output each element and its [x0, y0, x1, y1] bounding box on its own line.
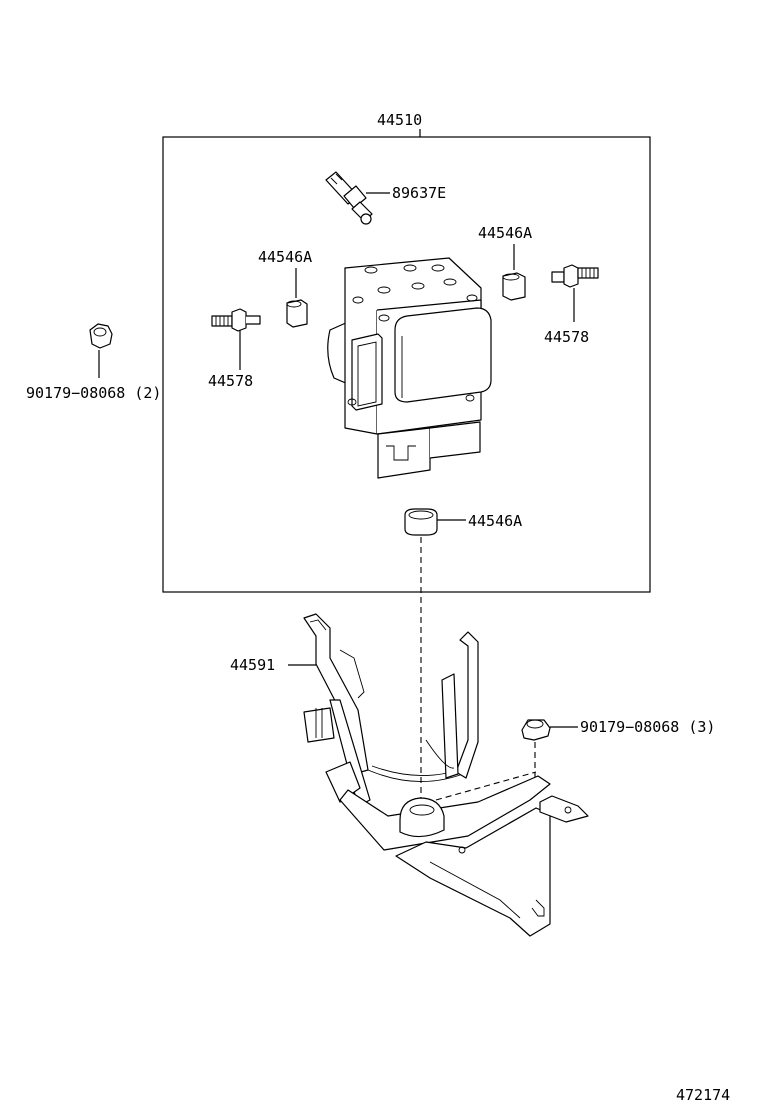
assembly-frame: 44510	[162, 111, 651, 593]
sensor-label: 89637E	[392, 184, 446, 202]
spacer-right-label: 44546A	[478, 224, 532, 242]
pressure-sensor: 89637E	[325, 171, 446, 225]
spacer-left-label: 44546A	[258, 248, 312, 266]
assembly-number-label: 44510	[377, 111, 422, 129]
right-stud: 44578	[544, 264, 599, 346]
abs-actuator	[327, 257, 492, 479]
stud-right-label: 44578	[544, 328, 589, 346]
spacer-bottom-label: 44546A	[468, 512, 522, 530]
illustration-id: 472174	[676, 1086, 730, 1104]
bracket: 44591	[230, 613, 589, 937]
left-stud: 44578	[208, 308, 261, 390]
right-nut: 90179−08068 (3)	[521, 718, 715, 780]
bottom-spacer: 44546A	[404, 508, 522, 800]
nut-left-label: 90179−08068 (2)	[26, 384, 161, 402]
nut-right-label: 90179−08068 (3)	[580, 718, 715, 736]
left-spacer: 44546A	[258, 248, 312, 328]
stud-left-label: 44578	[208, 372, 253, 390]
left-nut: 90179−08068 (2)	[26, 323, 161, 402]
right-spacer: 44546A	[478, 224, 532, 301]
bracket-label: 44591	[230, 656, 275, 674]
